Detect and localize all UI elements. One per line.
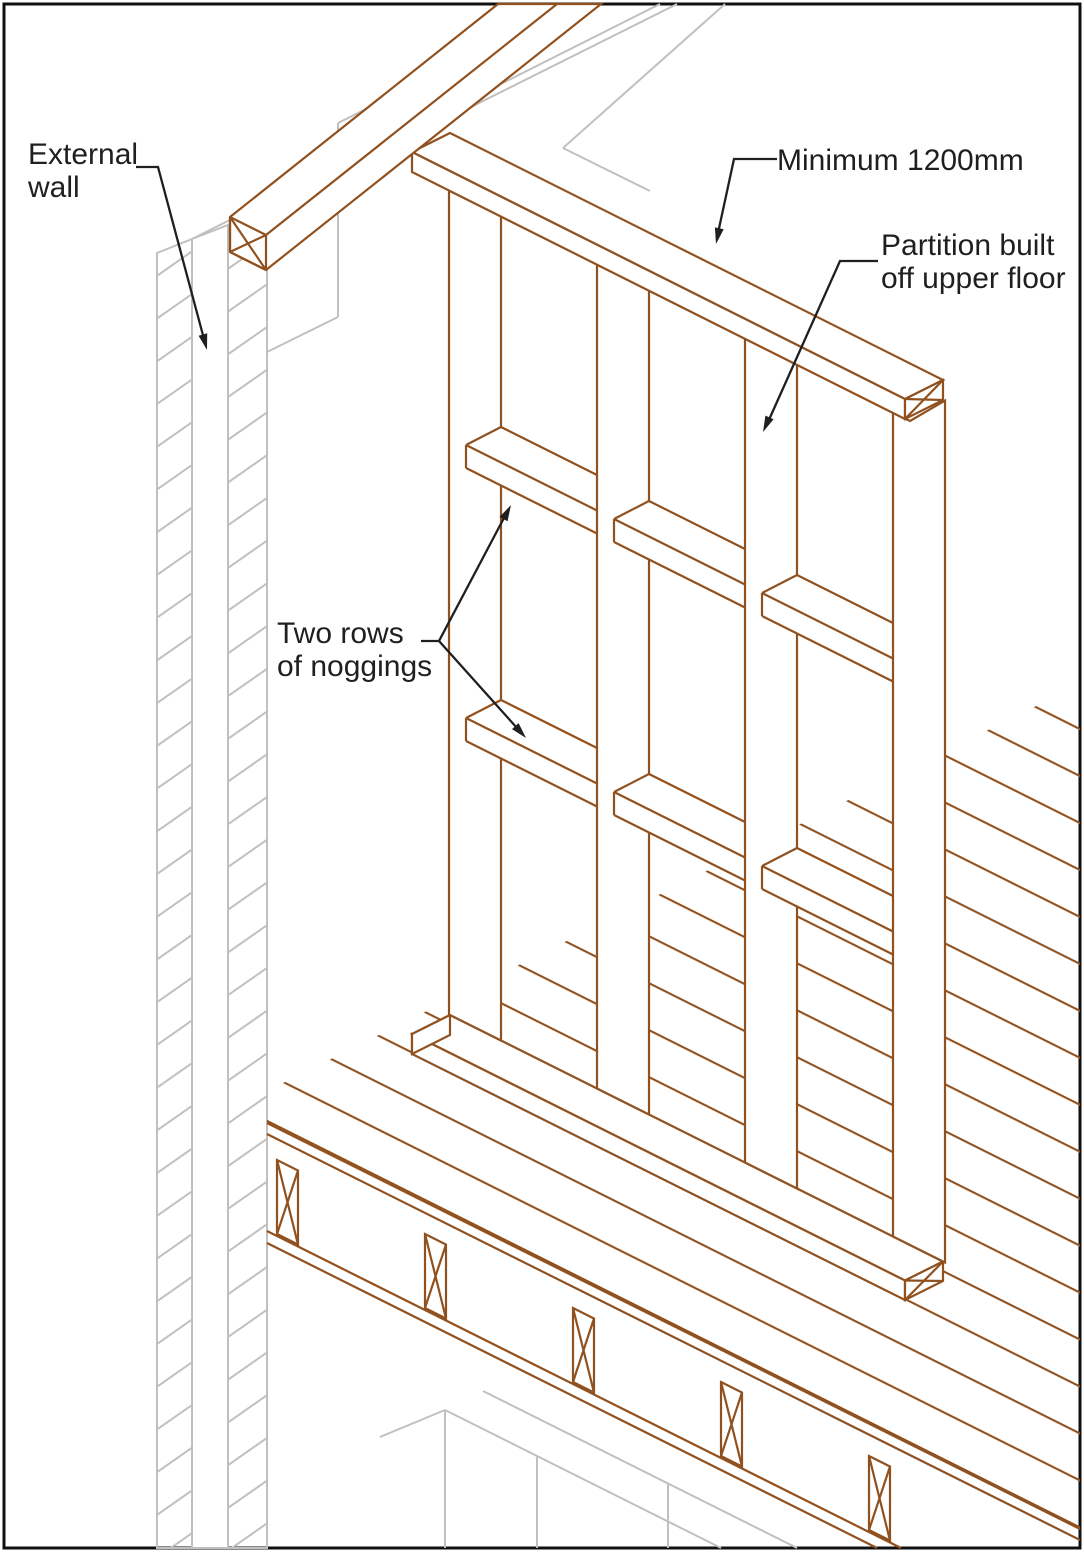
- nogging-row1-bay3: [760, 574, 911, 691]
- label-partition: Partition built off upper floor: [881, 229, 1066, 295]
- wall-inner-leaf: [227, 207, 268, 1549]
- arrowhead-external-wall: [198, 333, 208, 350]
- leader-noggings-lower: [438, 640, 518, 729]
- nogging-row2-bay1: [464, 699, 615, 816]
- nogging-row1-bay1: [464, 426, 615, 543]
- lower-storey-wall-drawing: [379, 1390, 798, 1549]
- stud-4: [891, 398, 947, 1265]
- label-partition-line1: Partition built: [881, 229, 1055, 262]
- label-external-wall-line2: wall: [28, 171, 80, 204]
- arrowhead-noggings-lower: [512, 723, 526, 738]
- leader-partition: [766, 259, 878, 423]
- nogging-row2-bay2: [612, 773, 763, 890]
- floor-joist-ends: [275, 1158, 892, 1543]
- arrowhead-partition: [763, 415, 774, 432]
- wall-outer-leaf: [156, 237, 193, 1549]
- partition-sole-plate: [409, 1013, 946, 1302]
- nogging-row1-bay2: [612, 500, 763, 617]
- label-noggings-line2: of noggings: [277, 650, 433, 683]
- label-noggings-line1: Two rows: [277, 617, 404, 650]
- leader-minimum-1200: [716, 157, 777, 234]
- stud-2: [595, 250, 651, 1117]
- arrowhead-minimum-1200: [714, 227, 724, 244]
- partition-head-plate: [409, 131, 946, 421]
- leader-external-wall: [136, 165, 206, 340]
- return-plate-beam: [228, 2, 605, 272]
- stud-3: [743, 324, 799, 1191]
- nogging-row2-bay3: [760, 847, 911, 964]
- arrowhead-noggings-upper: [499, 505, 511, 522]
- label-minimum-1200: Minimum 1200mm: [777, 144, 1024, 177]
- wall-cavity: [191, 223, 229, 1549]
- label-external-wall: External wall: [28, 138, 138, 204]
- annotation-leaders: [136, 157, 878, 729]
- label-external-wall-line1: External: [28, 138, 139, 171]
- annotation-arrowheads: [198, 227, 774, 738]
- label-partition-line2: off upper floor: [881, 262, 1066, 295]
- label-minimum-1200-line1: Minimum 1200mm: [777, 144, 1024, 177]
- label-noggings: Two rows of noggings: [277, 617, 432, 683]
